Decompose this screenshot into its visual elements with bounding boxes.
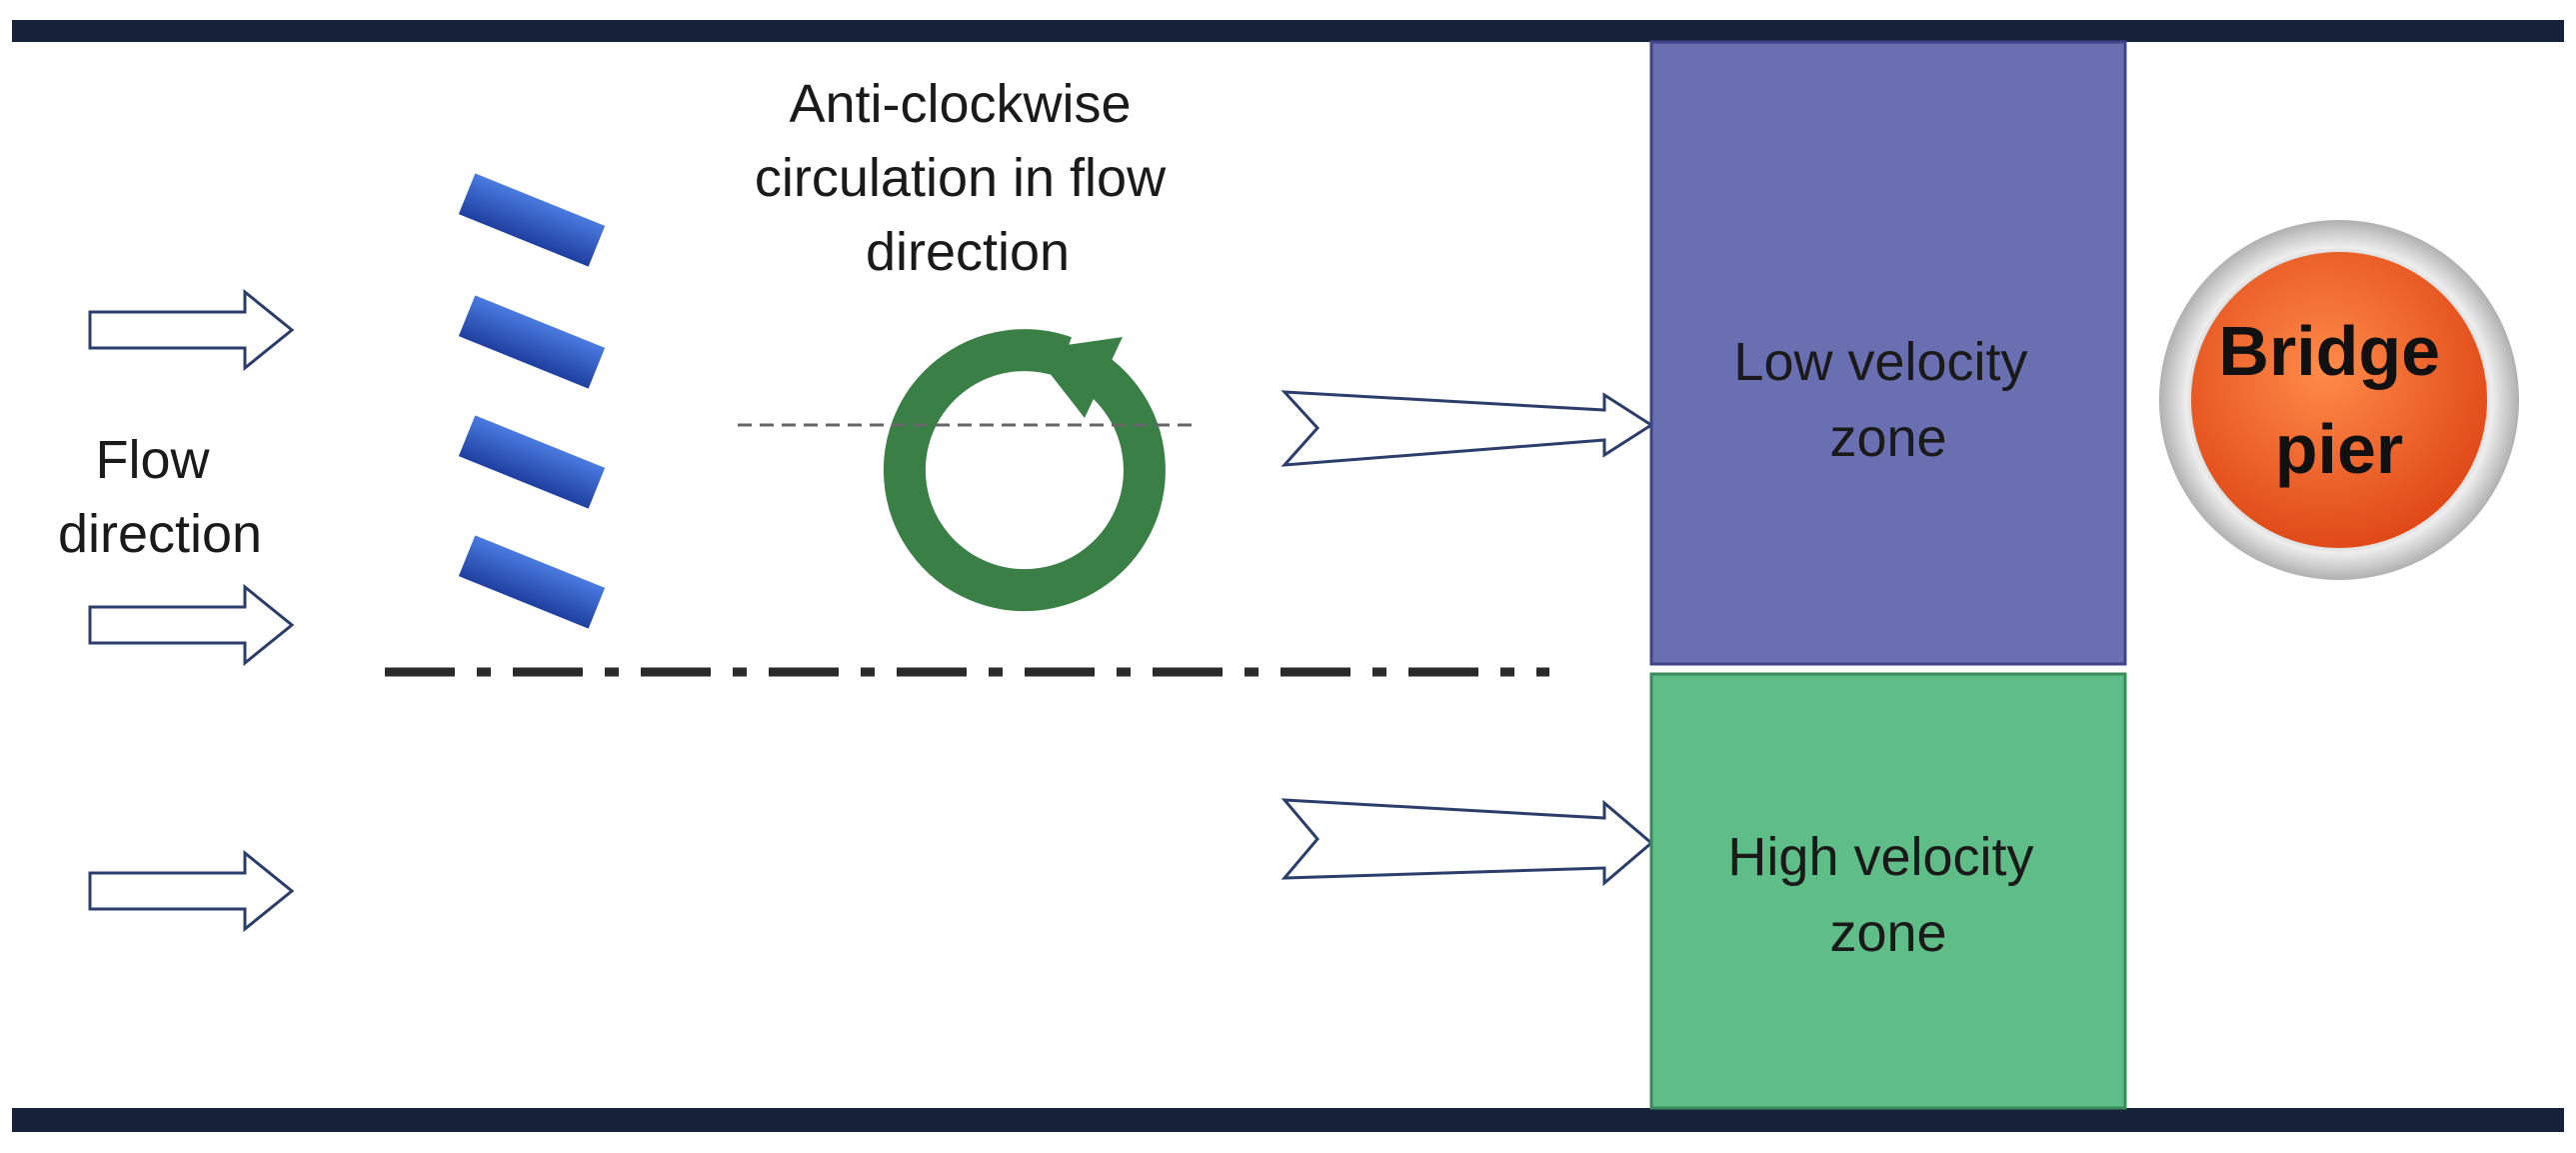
- pier-line-1: Bridge: [2218, 312, 2440, 390]
- channel-bottom-wall: [12, 1108, 2564, 1132]
- flow-arrow-icon: [88, 849, 295, 933]
- bridge-pier: Bridge pier: [2159, 220, 2519, 580]
- circulation-line-2: circulation in flow: [755, 148, 1167, 208]
- high-velocity-line-2: zone: [1829, 903, 1946, 963]
- vane-icon: [458, 173, 606, 267]
- low-velocity-line-1: Low velocity: [1733, 332, 2027, 392]
- circulation-line-3: direction: [866, 222, 1070, 282]
- circulation-line-1: Anti-clockwise: [789, 74, 1131, 134]
- channel-top-wall: [12, 20, 2564, 42]
- low-velocity-zone: [1649, 40, 2127, 666]
- outline-arrow-icon: [1281, 798, 1654, 887]
- flow-arrow-icon: [88, 288, 295, 372]
- vane-icon: [458, 415, 606, 509]
- pier-body: [2191, 252, 2487, 548]
- low-velocity-label: Low velocity zone: [1733, 332, 2042, 468]
- flow-direction-line-2: direction: [58, 504, 262, 564]
- pier-label: Bridge pier: [2218, 312, 2459, 488]
- high-velocity-label: High velocity zone: [1727, 827, 2048, 963]
- vane-icon: [458, 295, 606, 389]
- vane-array: [458, 173, 606, 629]
- anticlockwise-rotation-icon: [883, 329, 1166, 612]
- low-velocity-line-2: zone: [1829, 408, 1946, 468]
- high-velocity-zone: [1649, 672, 2127, 1110]
- pier-line-2: pier: [2275, 410, 2403, 488]
- flow-direction-line-1: Flow: [95, 430, 210, 490]
- flow-direction-label: Flow direction: [58, 430, 262, 564]
- flow-arrow-icon: [88, 583, 295, 667]
- outline-arrow-icon: [1281, 390, 1654, 467]
- high-velocity-line-1: High velocity: [1727, 827, 2033, 887]
- circulation-label: Anti-clockwise circulation in flow direc…: [755, 74, 1181, 282]
- vane-icon: [458, 535, 606, 629]
